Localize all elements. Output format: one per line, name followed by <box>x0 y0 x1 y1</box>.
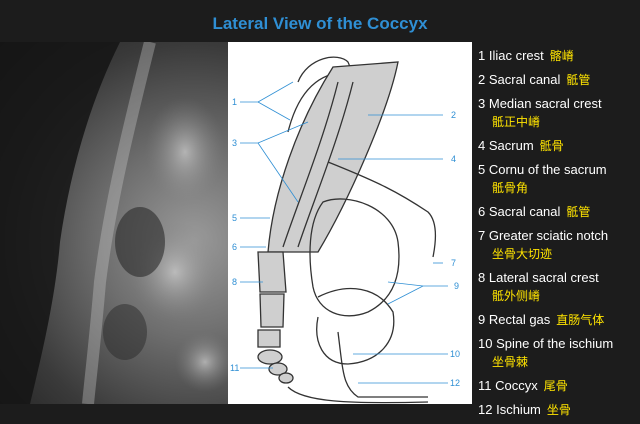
legend-item: 5 Cornu of the sacrum 骶骨角 <box>478 160 640 198</box>
legend-item: 4 Sacrum 骶骨 <box>478 136 640 156</box>
legend-number: 6 <box>478 204 486 219</box>
legend-list: 1 Iliac crest 髂嵴 2 Sacral canal 骶管 3 Median … <box>478 46 640 424</box>
legend-item: 6 Sacral canal 骶管 <box>478 202 640 222</box>
legend-chinese-label: 骶外侧嵴 <box>492 289 541 303</box>
legend-item: 1 Iliac crest 髂嵴 <box>478 46 640 66</box>
legend-chinese-label: 尾骨 <box>543 379 568 393</box>
legend-item: 12 Ischium 坐骨 <box>478 400 640 420</box>
xray-image <box>0 42 228 404</box>
diagram-label-7: 7 <box>451 258 456 268</box>
legend-item: 8 Lateral sacral crest 骶外侧嵴 <box>478 268 640 306</box>
legend-english-label: Spine of the ischium <box>496 336 614 351</box>
legend-english-label: Cornu of the sacrum <box>488 162 607 177</box>
diagram-label-1: 1 <box>232 97 237 107</box>
legend-number: 8 <box>478 270 486 285</box>
legend-english-label: Sacrum <box>488 138 534 153</box>
legend-number: 7 <box>478 228 486 243</box>
legend-number: 1 <box>478 48 486 63</box>
legend-english-label: Rectal gas <box>488 312 551 327</box>
legend-english-label: Coccyx <box>495 378 538 393</box>
legend-english-label: Sacral canal <box>488 72 561 87</box>
legend-chinese-label: 坐骨大切迹 <box>492 247 553 261</box>
diagram-label-5: 5 <box>232 213 237 223</box>
legend-item: 9 Rectal gas 直肠气体 <box>478 310 640 330</box>
diagram-label-11: 11 <box>230 363 239 373</box>
legend-number: 11 <box>478 378 492 393</box>
legend-item: 11 Coccyx 尾骨 <box>478 376 640 396</box>
diagram-label-6: 6 <box>232 242 237 252</box>
legend-number: 2 <box>478 72 486 87</box>
diagram-label-3: 3 <box>232 138 237 148</box>
legend-item: 2 Sacral canal 骶管 <box>478 70 640 90</box>
coccyx-diagram: 1 2 3 4 5 6 7 8 9 10 11 12 <box>228 42 472 404</box>
diagram-label-9: 9 <box>454 281 459 291</box>
legend-english-label: Iliac crest <box>488 48 544 63</box>
legend-english-label: Median sacral crest <box>488 96 602 111</box>
legend-chinese-label: 直肠气体 <box>556 313 605 327</box>
diagram-label-10: 10 <box>450 349 460 359</box>
legend-english-label: Ischium <box>496 402 541 417</box>
diagram-label-8: 8 <box>232 277 237 287</box>
legend-english-label: Lateral sacral crest <box>488 270 599 285</box>
legend-chinese-label: 骶骨 <box>539 139 564 153</box>
legend-chinese-label: 骶管 <box>566 205 591 219</box>
diagram-label-4: 4 <box>451 154 456 164</box>
legend-number: 4 <box>478 138 486 153</box>
legend-chinese-label: 骶管 <box>566 73 591 87</box>
diagram-label-2: 2 <box>451 110 456 120</box>
legend-chinese-label: 髂嵴 <box>549 49 574 63</box>
legend-item: 7 Greater sciatic notch 坐骨大切迹 <box>478 226 640 264</box>
legend-number: 10 <box>478 336 493 351</box>
diagram-label-12: 12 <box>450 378 460 388</box>
legend-english-label: Sacral canal <box>488 204 561 219</box>
legend-english-label: Greater sciatic notch <box>488 228 609 243</box>
legend-chinese-label: 坐骨棘 <box>492 355 529 369</box>
legend-item: 10 Spine of the ischium 坐骨棘 <box>478 334 640 372</box>
legend-number: 3 <box>478 96 486 111</box>
legend-number: 12 <box>478 402 493 417</box>
slide-title: Lateral View of the Coccyx <box>212 14 428 33</box>
legend-chinese-label: 骶骨角 <box>492 181 529 195</box>
legend-number: 5 <box>478 162 486 177</box>
legend-chinese-label: 骶正中嵴 <box>492 115 541 129</box>
legend-item: 3 Median sacral crest 骶正中嵴 <box>478 94 640 132</box>
legend-chinese-label: 坐骨 <box>546 403 571 417</box>
legend-number: 9 <box>478 312 486 327</box>
